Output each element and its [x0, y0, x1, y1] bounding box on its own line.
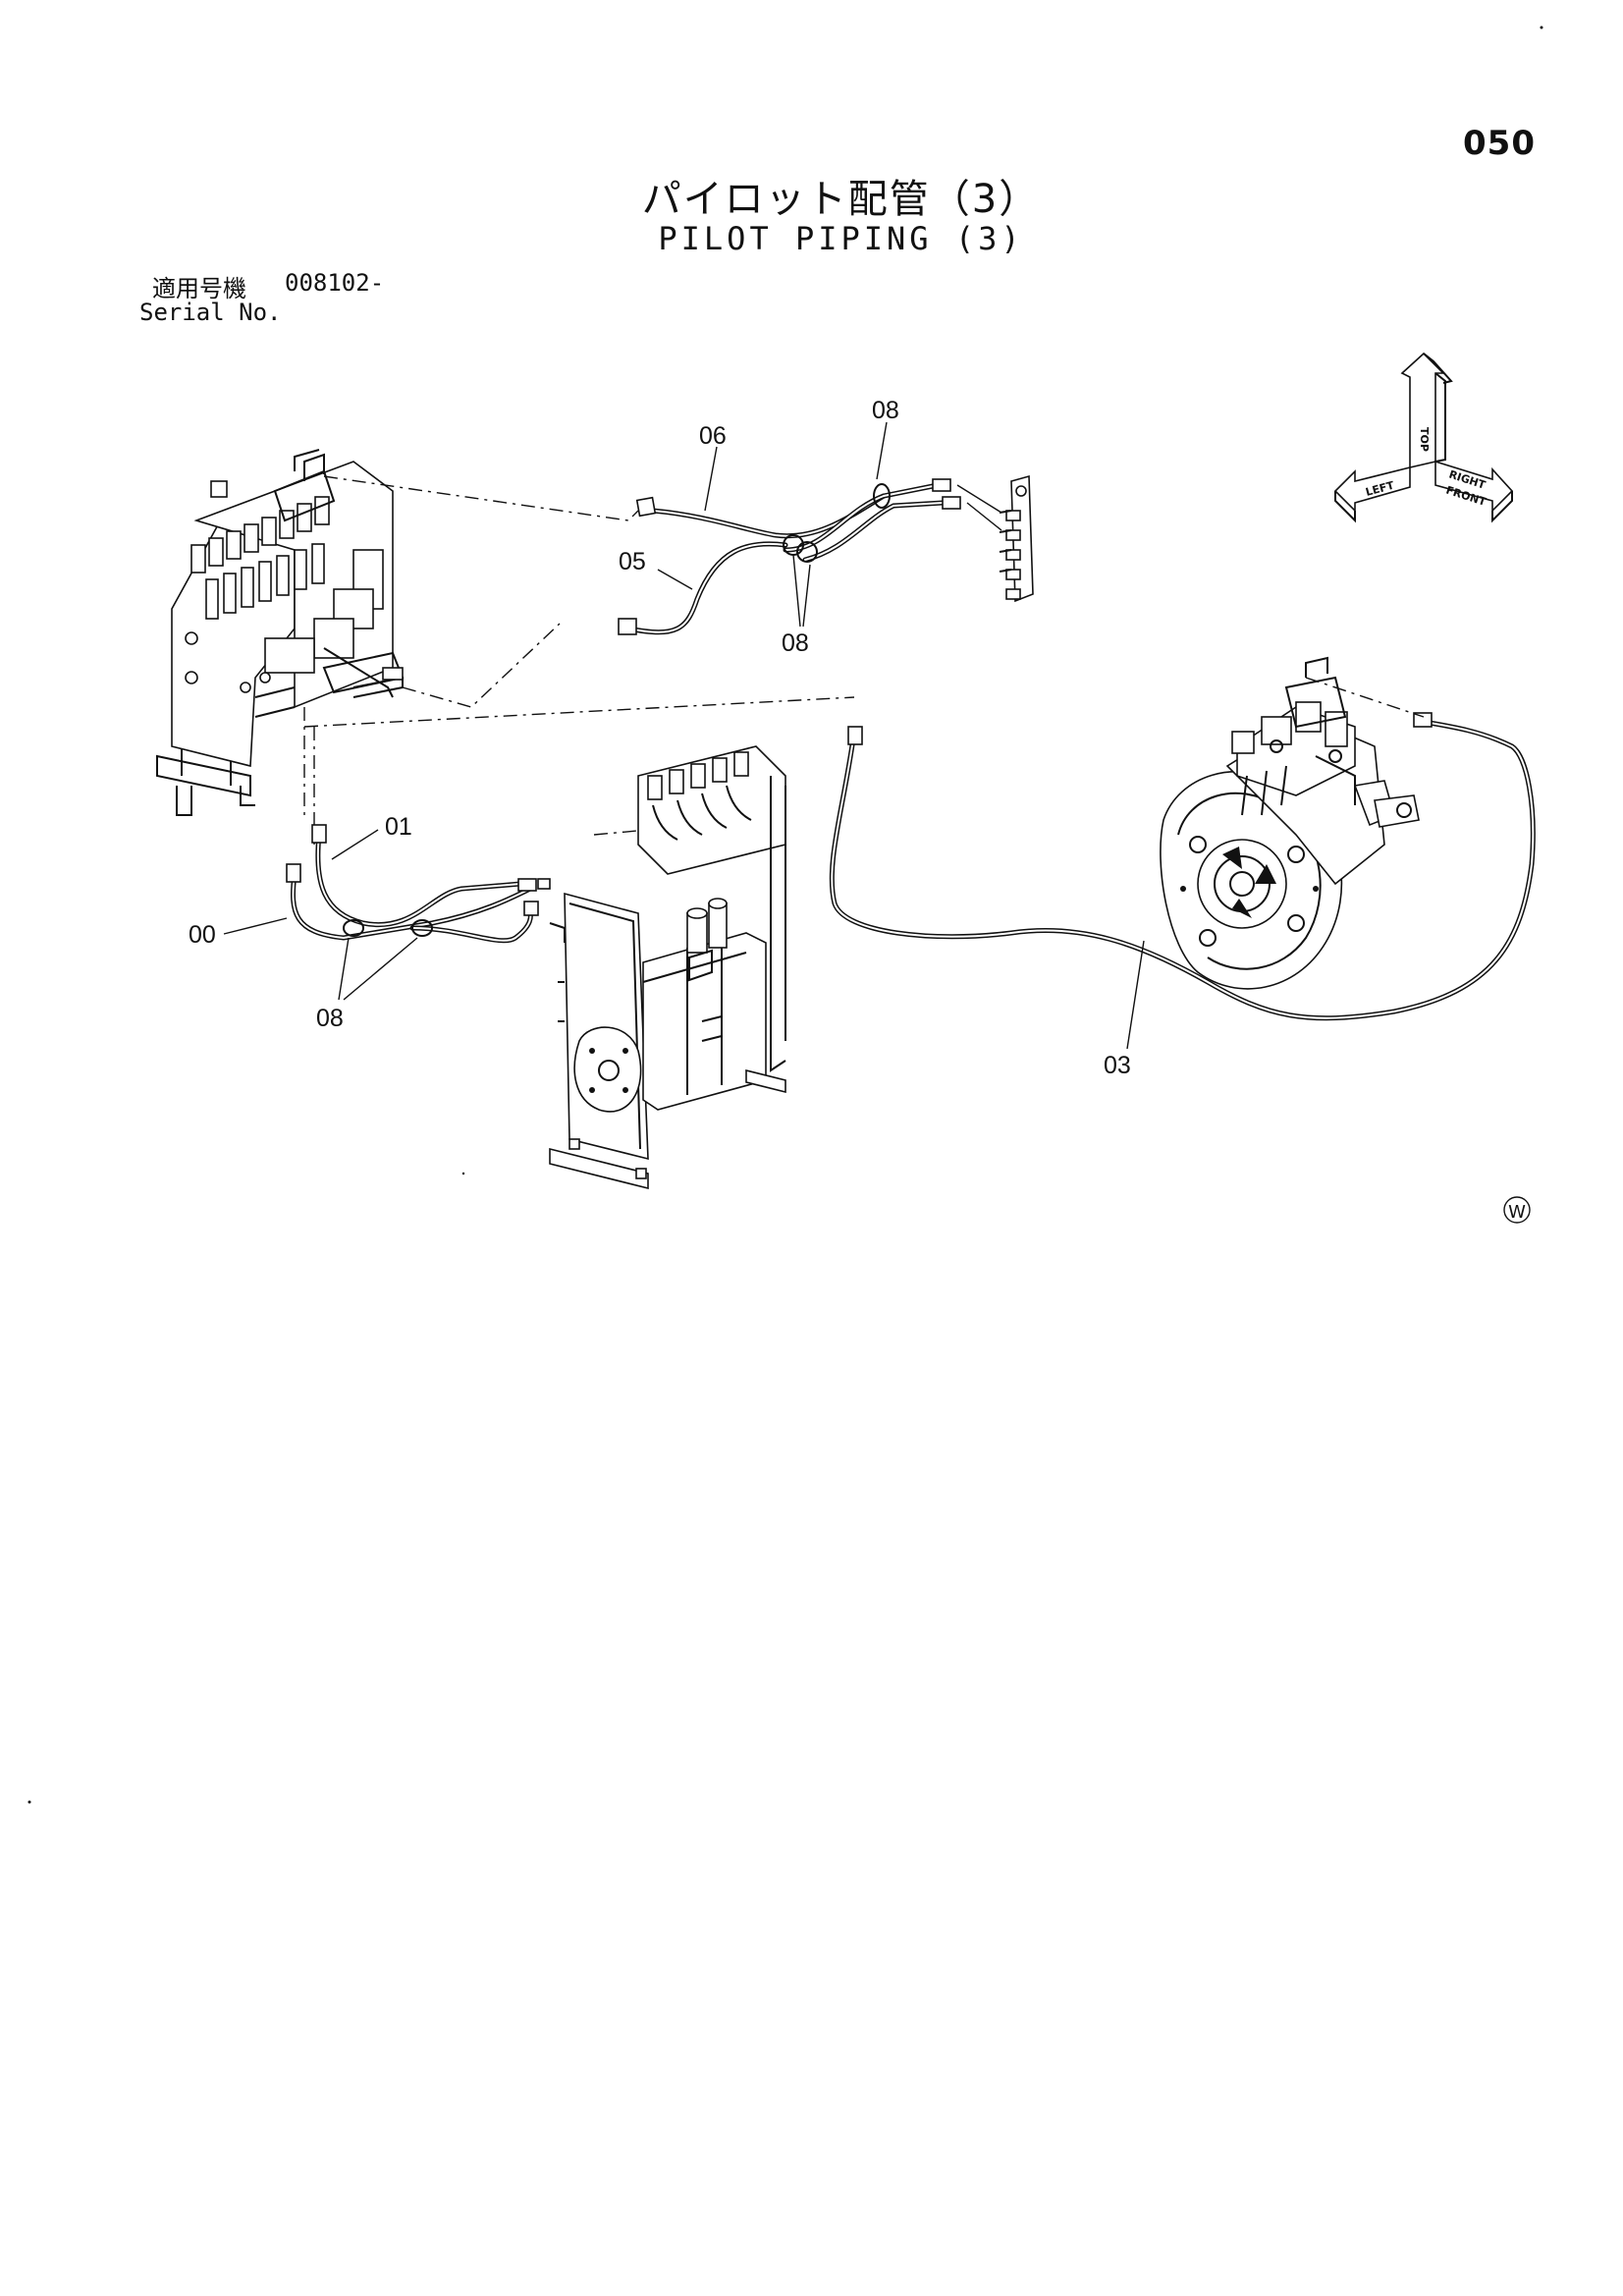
page-number: 050 [1463, 124, 1536, 163]
page-title-english: PILOT PIPING (3) [658, 220, 1024, 257]
serial-number-value: 008102- [285, 269, 385, 297]
leader-03 [1126, 940, 1145, 1050]
circled-mark-letter: W [1508, 1202, 1526, 1223]
callout-08-top: 08 [872, 397, 899, 424]
control-valve-assembly [156, 449, 405, 816]
pump-assembly [1160, 656, 1420, 990]
direction-top-label: TOP [1418, 427, 1431, 452]
callout-03: 03 [1104, 1052, 1131, 1079]
serial-label-japanese: 適用号機 [152, 275, 246, 302]
leader-00 [223, 917, 288, 935]
callout-00: 00 [189, 921, 216, 949]
leader-08-left-b [343, 937, 418, 1001]
serial-label-english: Serial No. [139, 299, 282, 326]
leader-08-left-a [338, 937, 350, 1001]
callout-05: 05 [619, 548, 646, 575]
callout-08-mid: 08 [782, 629, 809, 657]
leader-05 [657, 569, 693, 590]
page-title-japanese: パイロット配管（3） [641, 177, 1041, 222]
pilot-valve-stand [549, 745, 786, 1190]
leader-01 [331, 829, 379, 860]
direction-indicator: TOP LEFT RIGHT FRONT [1333, 352, 1514, 523]
hose-03 [829, 712, 1536, 1021]
leader-06 [704, 446, 718, 512]
leader-08-mid-a [792, 554, 801, 628]
callout-08-left: 08 [316, 1005, 344, 1032]
leader-08-mid-b [802, 564, 811, 628]
leader-08-top [876, 421, 888, 480]
circled-mark [1503, 1196, 1531, 1224]
callout-01: 01 [385, 813, 412, 841]
lower-pilot-hoses [286, 824, 551, 944]
callout-06: 06 [699, 422, 727, 450]
upper-pilot-hoses [618, 474, 1034, 635]
